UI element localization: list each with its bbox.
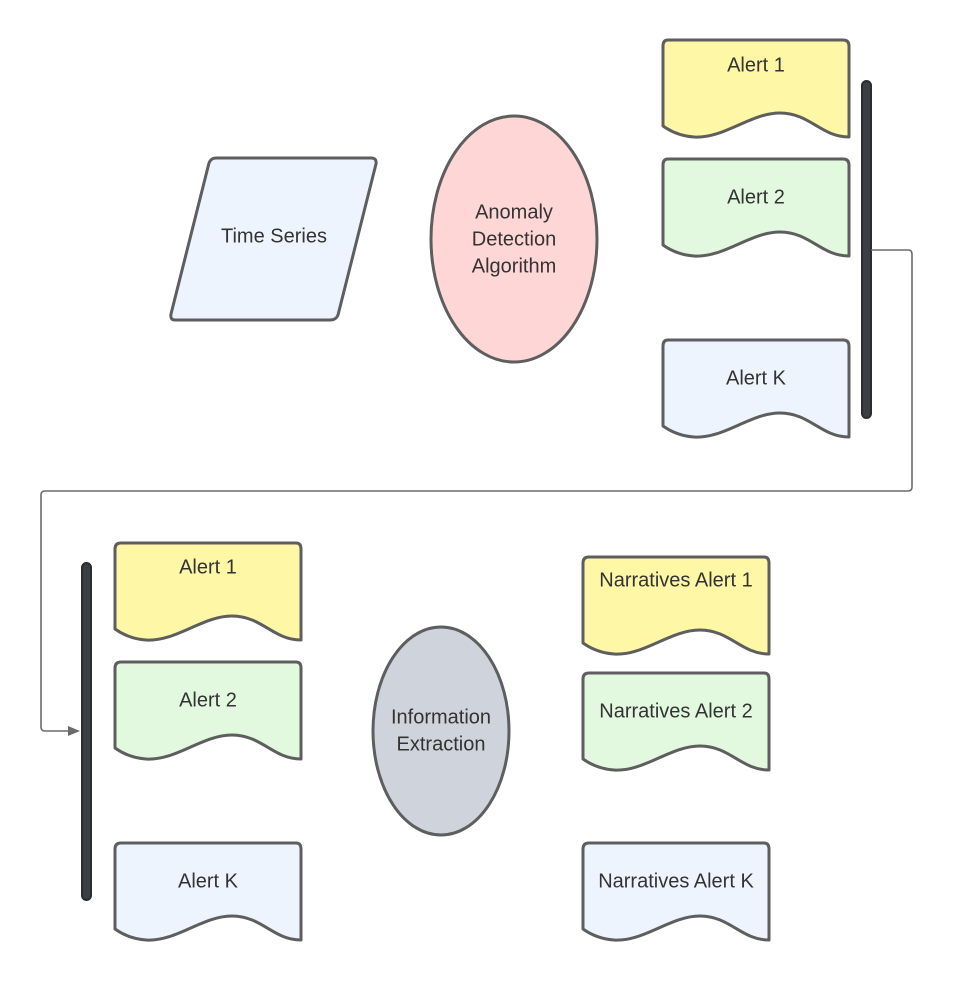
- bottom-alert-list: Alert 1 Alert 2 Alert K: [113, 541, 303, 942]
- anomaly-detection-label-line-1: Anomaly: [475, 201, 553, 223]
- top-alert-2-label: Alert 2: [727, 186, 785, 208]
- bottom-alert-2-document: [113, 660, 303, 761]
- narrative-alert-k-label: Narratives Alert K: [598, 870, 754, 892]
- anomaly-detection-label-line-2: Detection: [472, 228, 557, 250]
- information-extraction-shape: [371, 625, 511, 837]
- top-alert-k: Alert K: [661, 338, 851, 439]
- top-collector-bar: [861, 80, 872, 419]
- bottom-alert-k-label: Alert K: [178, 870, 239, 892]
- narrative-alert-1-document: [581, 555, 771, 656]
- top-alert-list: Alert 1 Alert 2 Alert K: [661, 38, 851, 439]
- top-alert-2: Alert 2: [661, 157, 851, 258]
- information-extraction-label-line-1: Information: [391, 706, 491, 728]
- anomaly-detection-node: Anomaly Detection Algorithm: [429, 114, 599, 364]
- narrative-alert-2-document: [581, 671, 771, 772]
- bottom-alert-1-document: [113, 541, 303, 642]
- bottom-alert-1: Alert 1: [113, 541, 303, 642]
- anomaly-detection-label-line-3: Algorithm: [472, 255, 556, 277]
- information-extraction-label-line-2: Extraction: [397, 733, 486, 755]
- narrative-alert-k: Narratives Alert K: [581, 841, 771, 942]
- top-alert-k-document: [661, 338, 851, 439]
- top-alert-1-label: Alert 1: [727, 54, 785, 76]
- time-series-node: Time Series: [169, 156, 378, 322]
- bottom-collector-bar: [81, 562, 92, 901]
- narrative-alert-1: Narratives Alert 1: [581, 555, 771, 656]
- narratives-list: Narratives Alert 1 Narratives Alert 2 Na…: [581, 555, 771, 942]
- time-series-shape: [169, 156, 378, 322]
- top-alert-k-label: Alert K: [726, 367, 787, 389]
- narrative-alert-k-document: [581, 841, 771, 942]
- anomaly-detection-shape: [429, 114, 599, 364]
- information-extraction-node: Information Extraction: [371, 625, 511, 837]
- bottom-alert-k-document: [113, 841, 303, 942]
- bottom-alert-1-label: Alert 1: [179, 556, 237, 578]
- time-series-label: Time Series: [221, 225, 327, 247]
- narrative-alert-1-label: Narratives Alert 1: [599, 569, 752, 591]
- narrative-alert-2: Narratives Alert 2: [581, 671, 771, 772]
- bottom-alert-k: Alert K: [113, 841, 303, 942]
- top-alert-2-document: [661, 157, 851, 258]
- narrative-alert-2-label: Narratives Alert 2: [599, 700, 752, 722]
- connector-arrow: [40, 249, 913, 736]
- top-alert-1-document: [661, 38, 851, 139]
- bottom-alert-2: Alert 2: [113, 660, 303, 761]
- bottom-alert-2-label: Alert 2: [179, 689, 237, 711]
- top-alert-1: Alert 1: [661, 38, 851, 139]
